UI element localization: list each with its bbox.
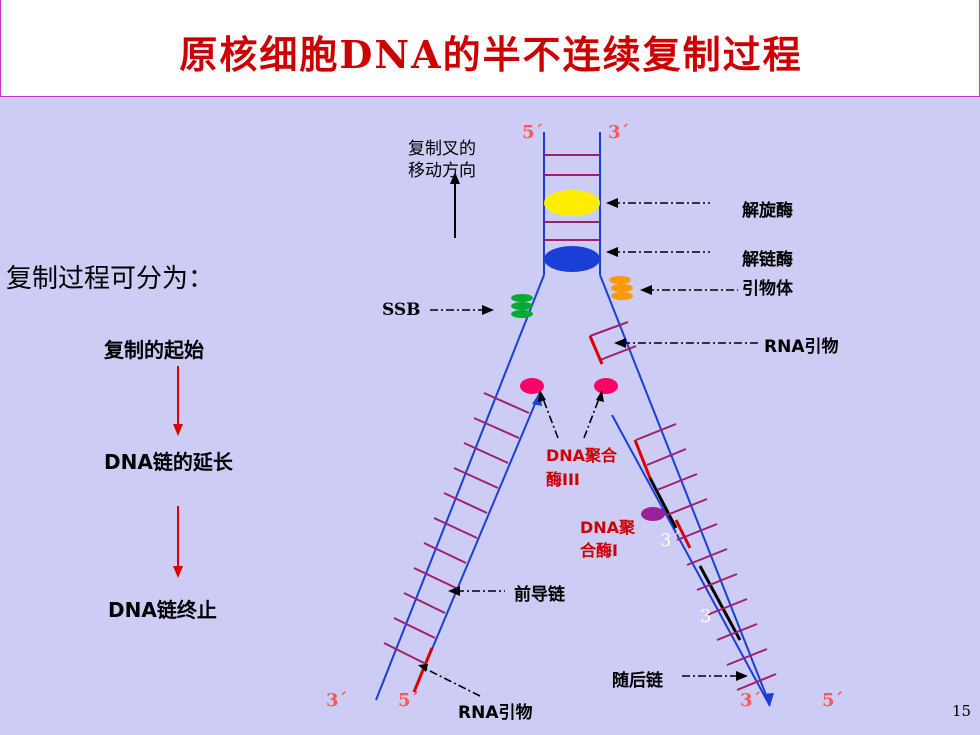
new-rna-primer — [588, 335, 604, 365]
helicase-label: 解旋酶 — [742, 201, 793, 221]
okazaki-fragment-2 — [698, 565, 742, 641]
gyrase-label: 解链酶 — [742, 250, 793, 270]
end-top-left: 5´ — [522, 122, 544, 143]
gyrase-ellipse — [544, 246, 600, 272]
stage-termination: DNA链终止 — [108, 598, 217, 622]
leading-strand-label: 前导链 — [514, 585, 565, 605]
lagging-strand — [611, 414, 771, 707]
lagging-rungs — [635, 423, 777, 691]
ssb-proteins — [511, 294, 533, 318]
stage-elongation: DNA链的延长 — [104, 450, 233, 474]
end-bottom-right-inner: 3´ — [740, 690, 762, 711]
end-bottom-right-outer: 5´ — [822, 690, 844, 711]
pol3-right — [594, 378, 618, 394]
end-top-right: 3´ — [608, 122, 630, 143]
pol3-label-2: 酶III — [546, 470, 580, 489]
primer-rung-1 — [589, 321, 629, 337]
page-title: 原核细胞DNA的半不连续复制过程 — [179, 32, 803, 77]
lagging-template-strand — [599, 274, 769, 701]
pol1-label-2: 合酶I — [580, 541, 618, 560]
lagging-arrowhead — [763, 693, 774, 706]
pol3-label-1: DNA聚合 — [546, 446, 618, 465]
leading-rungs — [383, 392, 530, 664]
page-number: 15 — [952, 702, 972, 720]
fork-direction-label-2: 移动方向 — [408, 161, 476, 181]
ssb-label: SSB — [382, 300, 421, 320]
leading-rna-primer — [412, 647, 434, 693]
end-mid-3b: 3 — [700, 606, 712, 627]
end-mid-3a: 3´ — [660, 530, 681, 551]
pol3-left — [520, 378, 544, 394]
end-bottom-left-outer: 3´ — [326, 690, 348, 711]
primosome-proteins — [609, 276, 633, 300]
end-bottom-left-inner: 5´ — [398, 690, 420, 711]
okazaki-fragment-1 — [648, 477, 678, 529]
rna-primer-top-label: RNA引物 — [764, 337, 839, 357]
rna-primer-bottom-label: RNA引物 — [458, 703, 533, 723]
leading-template-strand — [375, 274, 545, 701]
fork-direction-label-1: 复制叉的 — [408, 139, 476, 159]
pol1 — [641, 507, 665, 521]
title-bar: 原核细胞DNA的半不连续复制过程 — [0, 0, 980, 97]
pointer-arrowheads — [418, 198, 748, 681]
lagging-strand-label: 随后链 — [612, 671, 663, 691]
okazaki-primer-2 — [674, 519, 692, 549]
intro-text: 复制过程可分为： — [6, 264, 215, 294]
pol1-label-1: DNA聚 — [580, 518, 636, 537]
leading-strand — [413, 391, 541, 693]
pointer-lines — [423, 202, 760, 697]
primer-rung-2 — [599, 345, 637, 361]
primosome-label: 引物体 — [742, 279, 793, 299]
helicase-ellipse — [544, 190, 600, 216]
okazaki-primer-1 — [633, 439, 652, 479]
parent-rungs — [544, 154, 600, 241]
stage-initiation: 复制的起始 — [104, 338, 204, 362]
